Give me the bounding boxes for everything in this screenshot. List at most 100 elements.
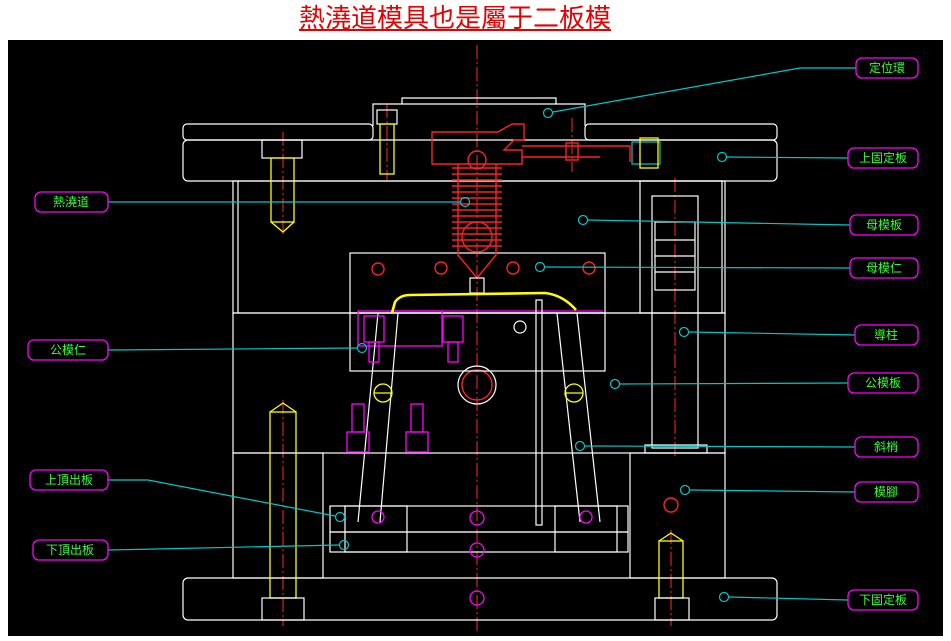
callout-core-plate: 公模板 xyxy=(609,372,919,394)
label-bottom-clamp-plate: 下固定板 xyxy=(859,592,907,607)
leader-core-plate xyxy=(619,382,849,385)
hot-runner-heater-circle xyxy=(461,221,493,253)
top-right-small-screw xyxy=(639,137,659,169)
support-block-right-hole xyxy=(663,497,679,513)
leader-top-clamp-plate xyxy=(726,156,849,159)
callout-locating-ring: 定位環 xyxy=(542,57,919,119)
core-insert-hole xyxy=(513,320,527,334)
label-cavity-plate: 母模板 xyxy=(866,218,902,232)
label-cavity-insert: 母模仁 xyxy=(866,261,902,275)
callout-upper-ejector-plate: 上頂出板 xyxy=(29,469,346,523)
ejector-rod-bore-ring xyxy=(457,365,497,405)
bottom-clamp-plate-outline xyxy=(182,577,778,621)
clamp-screws xyxy=(261,109,690,621)
core-insert xyxy=(349,310,606,372)
marker-top-clamp-plate xyxy=(716,151,728,163)
leader-lifter xyxy=(584,445,856,448)
hot-runner xyxy=(431,123,661,294)
label-locating-ring: 定位環 xyxy=(869,60,905,75)
label-box-locating-ring xyxy=(855,57,919,79)
label-box-lower-ejector-plate xyxy=(32,539,109,561)
right-lifter-edge-inner xyxy=(556,312,581,523)
label-hot-runner: 熱澆道 xyxy=(53,195,89,209)
lower-ejector-plate-outline xyxy=(329,531,629,553)
locating-ring-outline xyxy=(372,97,586,126)
leader-support-block xyxy=(689,489,856,493)
right-screw-head xyxy=(654,597,690,621)
callout-cavity-plate: 母模板 xyxy=(577,214,919,236)
callout-core-insert: 公模仁 xyxy=(27,339,368,361)
top-small-screw-body xyxy=(379,123,395,175)
callout-lower-ejector-plate: 下頂出板 xyxy=(32,539,350,561)
label-box-cavity-plate xyxy=(849,214,919,236)
label-core-plate: 公模板 xyxy=(865,376,901,390)
callout-bottom-clamp-plate: 下固定板 xyxy=(718,589,919,611)
label-box-lifter xyxy=(854,436,919,458)
marker-guide-pillar xyxy=(678,326,690,338)
leader-upper-ejector-plate xyxy=(108,479,336,517)
core-insert-screw-1-body xyxy=(368,341,380,363)
marker-hot-runner xyxy=(459,196,471,208)
callout-support-block: 模腳 xyxy=(679,481,919,503)
label-guide-pillar: 導柱 xyxy=(874,327,898,342)
top-left-screw-tip xyxy=(270,221,295,233)
lifters xyxy=(357,299,601,526)
label-top-clamp-plate: 上固定板 xyxy=(859,150,907,165)
cavity-insert-hole-1 xyxy=(371,262,385,276)
leader-guide-pillar xyxy=(688,331,856,336)
guide-bushing-outline xyxy=(639,180,723,314)
thermocouple-connector xyxy=(631,141,661,165)
cavity-insert-hole-2 xyxy=(434,261,448,275)
page-title: 熱澆道模具也是屬于二板模 xyxy=(298,4,611,34)
thermocouple-wire-upper xyxy=(522,145,631,162)
left-long-screw-head xyxy=(261,597,305,621)
marker-core-insert xyxy=(356,342,368,354)
callout-guide-pillar: 導柱 xyxy=(678,324,919,346)
leader-bottom-clamp-plate xyxy=(728,596,849,601)
right-lifter-slide-hole xyxy=(579,510,593,524)
label-box-hot-runner xyxy=(34,191,109,213)
leader-lower-ejector-plate xyxy=(107,544,340,551)
callout-cavity-insert: 母模仁 xyxy=(534,257,919,279)
cavity-insert-hole-3 xyxy=(506,261,520,275)
marker-bottom-clamp-plate xyxy=(718,591,730,603)
label-box-top-clamp-plate xyxy=(847,147,919,169)
guide-pillar-body xyxy=(651,195,699,449)
core-insert-screw-2-body xyxy=(447,341,459,363)
locating-ring xyxy=(372,97,586,126)
label-box-bottom-clamp-plate xyxy=(847,589,919,611)
leader-locating-ring xyxy=(552,67,856,113)
marker-cavity-plate xyxy=(577,214,589,226)
centerlines xyxy=(282,45,676,632)
top-left-screw-body xyxy=(270,157,295,223)
marker-lifter xyxy=(574,440,586,452)
right-lifter-edge-outer xyxy=(576,312,601,523)
left-lifter-edge-inner xyxy=(379,312,399,523)
drawing-background xyxy=(8,40,943,636)
callouts: 定位環 上固定板 母模板 母模仁 導柱 xyxy=(27,57,919,611)
label-upper-ejector-plate: 上頂出板 xyxy=(45,473,93,487)
leader-core-insert xyxy=(107,347,358,351)
cavity-insert-hole-4 xyxy=(582,261,596,275)
leader-cavity-insert xyxy=(544,266,851,269)
leader-cavity-plate xyxy=(587,219,851,226)
ejector-plates xyxy=(329,505,629,558)
right-screw-tip xyxy=(658,532,684,542)
insert-and-ejector-screws xyxy=(346,315,464,453)
label-box-upper-ejector-plate xyxy=(29,469,109,491)
right-lifter-slide xyxy=(554,505,618,553)
label-lifter: 斜梢 xyxy=(874,439,898,454)
ejector-screw-1-head xyxy=(346,431,370,453)
label-box-support-block xyxy=(854,481,919,503)
marker-upper-ejector-plate xyxy=(334,511,346,523)
left-lifter-slide xyxy=(344,505,408,553)
label-core-insert: 公模仁 xyxy=(50,343,86,357)
hot-runner-manifold xyxy=(431,123,525,165)
callout-top-clamp-plate: 上固定板 xyxy=(716,147,919,169)
label-box-core-plate xyxy=(847,372,919,394)
core-insert-outline xyxy=(349,312,606,372)
hot-runner-upper-circle xyxy=(467,150,487,170)
marker-cavity-insert xyxy=(534,261,546,273)
marker-core-plate xyxy=(609,378,621,390)
